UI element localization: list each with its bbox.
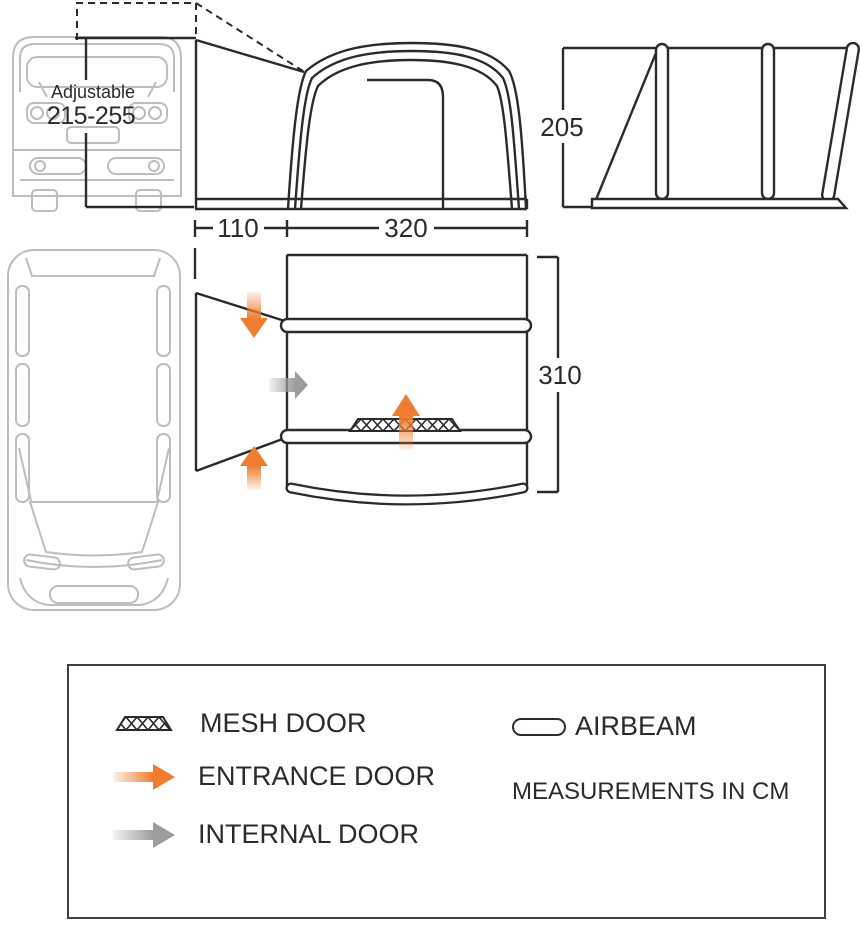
entrance-door-arrow-down-icon bbox=[240, 292, 268, 338]
airbeam-pole bbox=[654, 42, 670, 201]
van-rear-view bbox=[12, 36, 182, 212]
legend-mesh-door: MESH DOOR bbox=[115, 708, 367, 739]
awning-front-view bbox=[194, 38, 529, 211]
side-groundsheet bbox=[590, 197, 849, 210]
legend-entrance-door: ENTRANCE DOOR bbox=[113, 761, 435, 792]
mesh-door-icon bbox=[115, 715, 173, 732]
entrance-door-arrow-icon bbox=[113, 762, 175, 792]
front-width-dimension: 110 320 bbox=[193, 213, 529, 279]
legend-internal-door: INTERNAL DOOR bbox=[113, 819, 419, 850]
awning-width-value: 320 bbox=[384, 213, 427, 243]
van-plan-view bbox=[7, 249, 181, 611]
airbeam-tube bbox=[279, 317, 533, 334]
entrance-door-arrow-up-icon bbox=[240, 446, 268, 490]
airbeam-icon bbox=[512, 717, 566, 736]
entrance-door-arrow-mesh-icon bbox=[392, 394, 420, 450]
legend-mesh-door-label: MESH DOOR bbox=[200, 708, 367, 738]
dimension-diagram: Adjustable 215-255 110 320 bbox=[7, 2, 860, 611]
adjustable-range-value: 215-255 bbox=[47, 102, 135, 130]
dashed-projection-box bbox=[76, 2, 197, 40]
adjustable-label: Adjustable bbox=[51, 82, 135, 102]
legend-internal-door-label: INTERNAL DOOR bbox=[198, 819, 420, 849]
legend-measurements-note: MEASUREMENTS IN CM bbox=[512, 778, 789, 806]
awning-plan-view bbox=[194, 253, 533, 506]
side-height-value: 205 bbox=[540, 112, 583, 142]
cowl-width-value: 110 bbox=[217, 213, 258, 243]
measurements-note-label: MEASUREMENTS IN CM bbox=[512, 778, 790, 805]
front-door-outline bbox=[367, 78, 445, 208]
dashed-projection-line bbox=[195, 2, 304, 72]
internal-door-arrow-icon bbox=[113, 820, 175, 850]
internal-door-arrow-icon bbox=[269, 371, 308, 399]
plan-depth-dimension: 310 bbox=[537, 255, 582, 494]
adjustable-height-bracket: Adjustable 215-255 bbox=[47, 2, 304, 209]
awning-side-view: 205 bbox=[540, 41, 860, 210]
airbeam-pole bbox=[760, 42, 776, 201]
legend-entrance-door-label: ENTRANCE DOOR bbox=[198, 761, 436, 791]
legend-airbeam-label: AIRBEAM bbox=[575, 711, 697, 741]
legend-box: MESH DOOR ENTRANCE DOOR bbox=[67, 664, 826, 919]
airbeam-curved-front bbox=[285, 482, 529, 506]
legend-airbeam: AIRBEAM bbox=[512, 711, 697, 742]
airbeam-pole-slanted bbox=[820, 41, 860, 203]
plan-depth-value: 310 bbox=[538, 360, 581, 390]
